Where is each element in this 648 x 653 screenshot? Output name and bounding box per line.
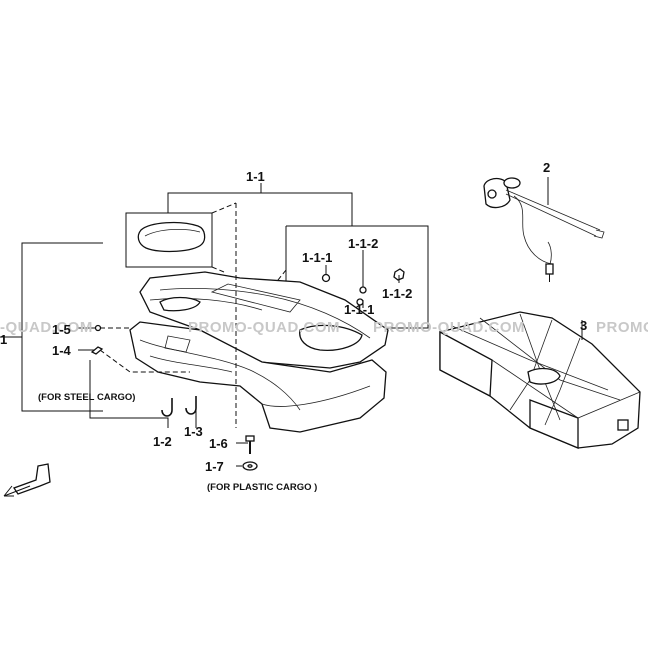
watermark-edge: PROMO [596, 319, 648, 336]
leader-part-1-1 [167, 183, 353, 226]
clip-1-4 [90, 346, 104, 355]
label-1: 1 [0, 332, 7, 347]
hook-1-2 [161, 398, 173, 417]
cargo-box [129, 271, 389, 433]
nut-1-1-1b [359, 286, 367, 294]
label-1-1: 1-1 [246, 169, 265, 184]
note-plastic-cargo: (FOR PLASTIC CARGO ) [207, 482, 317, 493]
pump-part-2 [483, 177, 605, 282]
label-1-1-2-bottom: 1-1-2 [382, 286, 412, 301]
label-1-1-1-top: 1-1-1 [302, 250, 332, 265]
label-1-5: 1-5 [52, 322, 71, 337]
note-steel-cargo: (FOR STEEL CARGO) [38, 392, 135, 403]
label-3: 3 [580, 318, 587, 333]
watermark-right: PROMO-QUAD.COM [373, 319, 525, 336]
bolt-1-6 [245, 435, 255, 454]
label-1-4: 1-4 [52, 343, 72, 358]
grommet-1-1-2 [393, 268, 405, 281]
label-1-2: 1-2 [153, 434, 172, 449]
seat-pad-inset [125, 202, 237, 273]
label-2: 2 [543, 160, 550, 175]
hook-1-3 [185, 396, 197, 415]
label-1-1-1-bottom: 1-1-1 [344, 302, 374, 317]
watermark-center: PROMO-QUAD.COM [188, 319, 340, 336]
pin-1-5 [94, 324, 102, 332]
washer-1-7 [242, 461, 258, 471]
front-arrow-icon [3, 463, 51, 497]
nut-1-1-1 [321, 273, 331, 283]
label-1-6: 1-6 [209, 436, 228, 451]
label-1-3: 1-3 [184, 424, 203, 439]
label-1-7: 1-7 [205, 459, 224, 474]
label-1-1-2-top: 1-1-2 [348, 236, 378, 251]
leader-part-1 [0, 242, 103, 412]
cargo-bag-part-3 [439, 311, 641, 449]
watermark-left: -QUAD.COM [0, 319, 93, 336]
leaders-small-parts [78, 203, 248, 467]
